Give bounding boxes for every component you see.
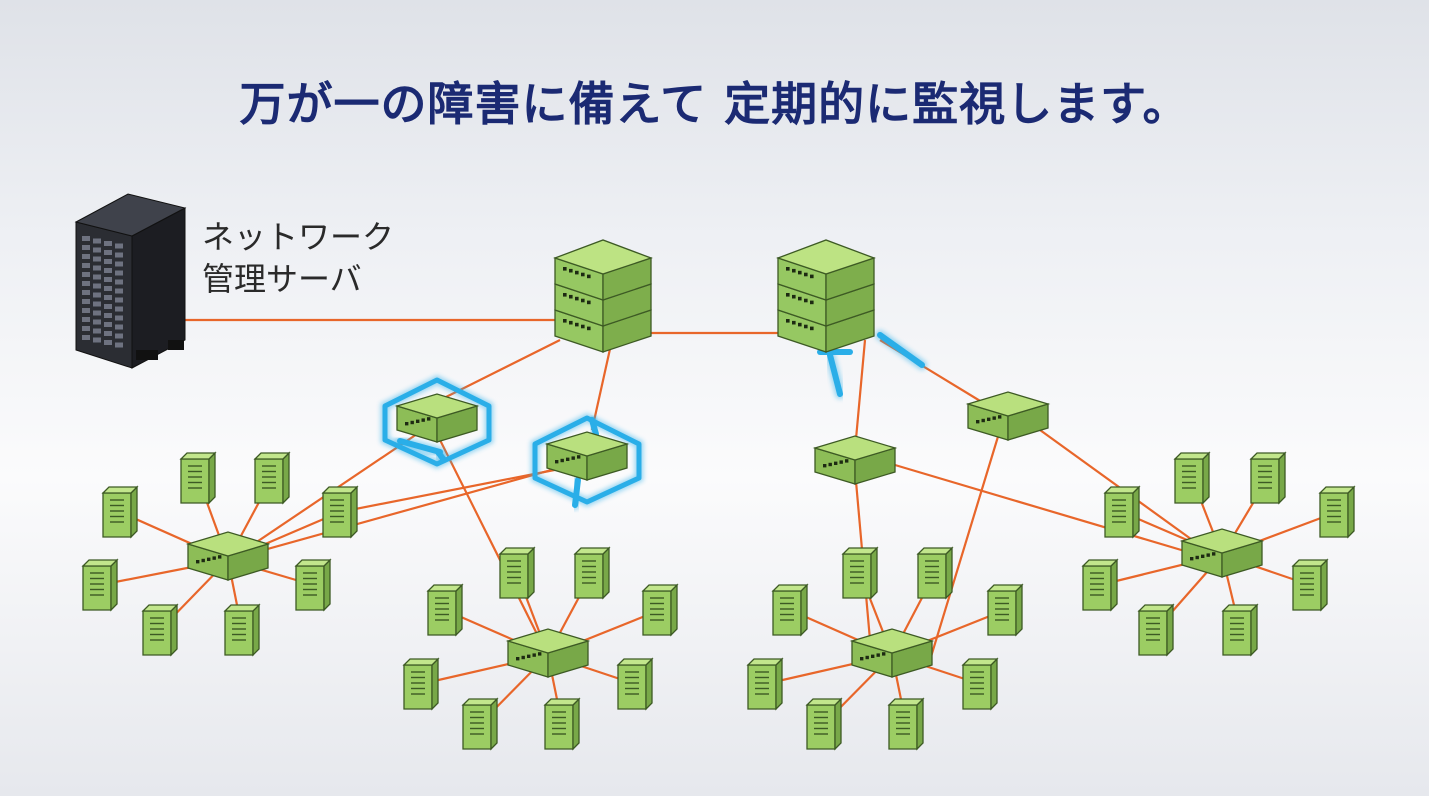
hub-switch-icon	[849, 628, 935, 678]
client-pc-icon	[805, 697, 843, 751]
client-pc-icon	[402, 657, 440, 711]
client-pc-icon	[1081, 558, 1119, 612]
management-server-icon	[74, 193, 187, 369]
client-pc-icon	[321, 485, 359, 539]
client-pc-icon	[543, 697, 581, 751]
network-devices	[74, 193, 1356, 751]
network-link	[227, 460, 581, 562]
client-pc-icon	[616, 657, 654, 711]
client-pc-icon	[101, 485, 139, 539]
client-pc-icon	[223, 603, 261, 657]
network-link	[439, 439, 546, 651]
client-pc-icon	[1173, 451, 1211, 505]
hub-switch-icon	[812, 435, 898, 485]
hub-switch-icon	[185, 531, 271, 581]
management-server-label-line1: ネットワーク	[202, 218, 395, 256]
client-pc-icon	[179, 451, 217, 505]
management-server-label-line2: 管理サーバ	[202, 260, 362, 298]
alert-hub-switch-icon	[380, 374, 494, 469]
client-pc-icon	[498, 546, 536, 600]
hub-switch-icon	[1179, 528, 1265, 578]
core-switch-icon	[776, 239, 876, 353]
alert-hub-switch-icon	[530, 412, 644, 507]
client-pc-icon	[746, 657, 784, 711]
client-pc-icon	[1137, 603, 1175, 657]
hub-switch-icon	[505, 628, 591, 678]
client-pc-icon	[961, 657, 999, 711]
core-switch-icon	[553, 239, 653, 353]
client-pc-icon	[461, 697, 499, 751]
client-pc-icon	[887, 697, 925, 751]
hub-switch-icon	[965, 391, 1051, 441]
network-link	[853, 339, 867, 451]
client-pc-icon	[641, 583, 679, 637]
highlighted-link	[877, 332, 925, 368]
client-pc-icon	[426, 583, 464, 637]
management-server-label: ネットワーク 管理サーバ	[202, 216, 394, 300]
client-pc-icon	[986, 583, 1024, 637]
client-pc-icon	[771, 583, 809, 637]
network-link	[928, 429, 1002, 661]
client-pc-icon	[916, 546, 954, 600]
client-pc-icon	[294, 558, 332, 612]
client-pc-icon	[141, 603, 179, 657]
client-pc-icon	[253, 451, 291, 505]
page-title: 万が一の障害に備えて 定期的に監視します。	[239, 77, 1190, 131]
client-pc-icon	[81, 558, 119, 612]
client-pc-icon	[1103, 485, 1141, 539]
client-pc-icon	[1221, 603, 1259, 657]
highlighted-link	[827, 352, 843, 397]
network-links	[99, 318, 1338, 725]
network-link	[894, 463, 1216, 562]
highlighted-link	[397, 438, 443, 455]
client-pc-icon	[841, 546, 879, 600]
client-pc-icon	[573, 546, 611, 600]
client-pc-icon	[1318, 485, 1356, 539]
network-link	[590, 339, 614, 431]
client-pc-icon	[1291, 558, 1329, 612]
client-pc-icon	[1249, 451, 1287, 505]
